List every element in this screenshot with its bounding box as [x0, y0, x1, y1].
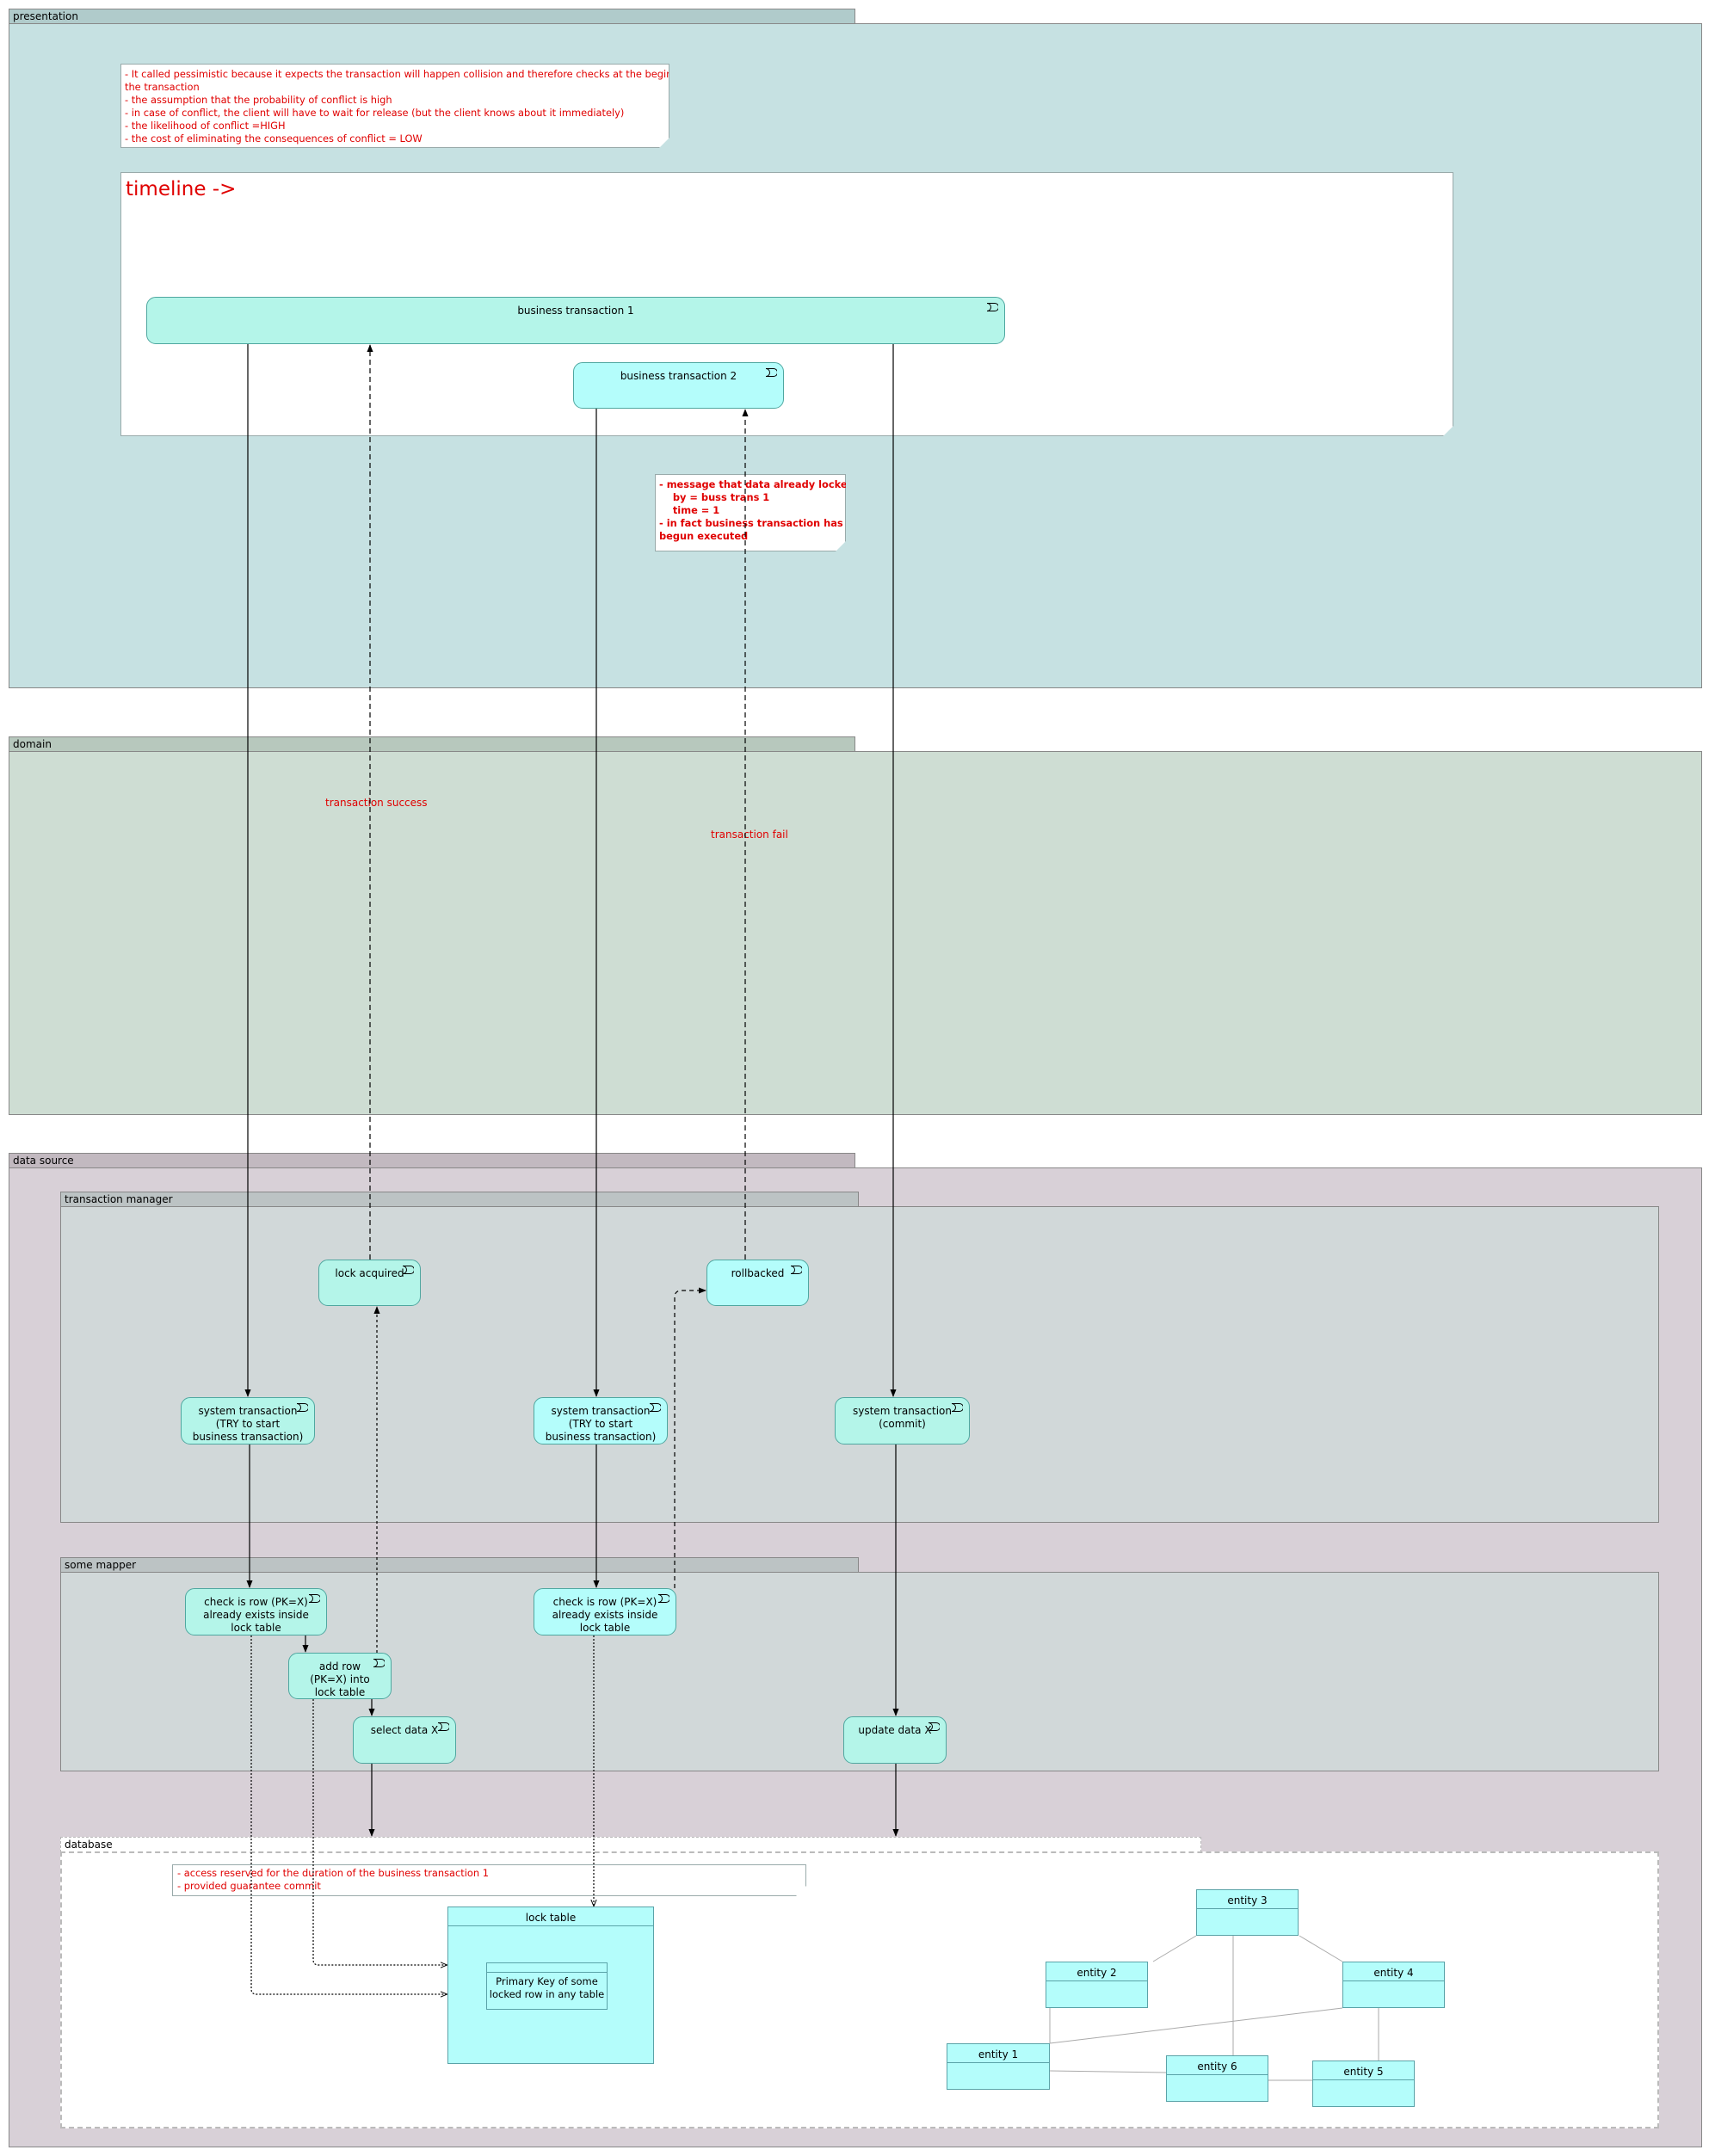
note-line: - the cost of eliminating the consequenc…: [125, 132, 423, 145]
service-icon: [657, 1594, 669, 1603]
service-label: (TRY to start: [215, 1418, 281, 1430]
service-label: business transaction): [545, 1431, 657, 1443]
service-icon: [308, 1594, 320, 1603]
note-line: - provided guarantee commit: [177, 1880, 321, 1892]
attr-line: Primary Key of some: [496, 1975, 598, 1987]
service-label: system transaction: [551, 1405, 651, 1417]
note-line: - the assumption that the probability of…: [125, 94, 392, 106]
database-tab: database: [60, 1837, 1201, 1852]
entity-associations: [1049, 1935, 1379, 2081]
service-label: system transaction: [853, 1405, 952, 1417]
business-transaction-1[interactable]: business transaction 1: [146, 297, 1005, 344]
access-check1-lock-table: [250, 1635, 447, 1994]
pessimistic-lock-note: - It called pessimistic because it expec…: [120, 64, 669, 148]
transaction-success-label: transaction success: [325, 797, 428, 809]
note-line: - in case of conflict, the client will h…: [125, 107, 625, 119]
service-icon: [437, 1722, 449, 1731]
service-label: business transaction 2: [620, 370, 737, 382]
entity-6[interactable]: entity 6: [1166, 2055, 1268, 2102]
entity-label: entity 2: [1046, 1962, 1147, 1981]
entity-2[interactable]: entity 2: [1046, 1962, 1148, 2008]
lock-table-title: lock table: [448, 1907, 653, 1926]
service-label: already exists inside: [203, 1609, 309, 1621]
check-row-exists-2[interactable]: check is row (PK=X) already exists insid…: [534, 1588, 676, 1635]
service-label: add row: [318, 1660, 361, 1672]
service-label: system transaction: [198, 1405, 298, 1417]
service-label: business transaction 1: [517, 305, 634, 317]
access-addrow-lock-table: [312, 1699, 447, 1965]
entity-4[interactable]: entity 4: [1342, 1962, 1445, 2008]
service-label: (TRY to start: [568, 1418, 633, 1430]
service-icon: [986, 303, 998, 311]
entity-label: entity 6: [1167, 2056, 1268, 2075]
some-mapper-tab: some mapper: [60, 1557, 859, 1573]
note-line: - the likelihood of conflict =HIGH: [125, 120, 286, 132]
entity-5[interactable]: entity 5: [1312, 2061, 1415, 2107]
service-icon: [790, 1266, 802, 1274]
note-line: time = 1: [659, 504, 720, 516]
lock-table[interactable]: lock table Primary Key of some locked ro…: [447, 1907, 654, 2064]
select-data-x[interactable]: select data X: [353, 1716, 456, 1764]
attr-line: locked row in any table: [489, 1988, 605, 2000]
data-source-layer-tab: data source: [9, 1153, 855, 1168]
service-label: check is row (PK=X): [552, 1596, 657, 1608]
service-label: check is row (PK=X): [204, 1596, 308, 1608]
database-note: - access reserved for the duration of th…: [172, 1864, 806, 1896]
business-transaction-2[interactable]: business transaction 2: [573, 362, 784, 409]
service-icon: [402, 1266, 414, 1274]
service-label: lock table: [231, 1622, 281, 1634]
timeline-label: timeline ->: [126, 178, 237, 200]
service-icon: [296, 1403, 308, 1412]
system-transaction-commit[interactable]: system transaction (commit): [835, 1397, 970, 1445]
transaction-manager-group: [60, 1206, 1659, 1523]
lock-table-primary-key: Primary Key of some locked row in any ta…: [486, 1962, 608, 2010]
service-label: rollbacked: [731, 1267, 785, 1279]
rollbacked[interactable]: rollbacked: [706, 1260, 809, 1306]
note-line: - access reserved for the duration of th…: [177, 1867, 489, 1879]
service-icon: [928, 1722, 940, 1731]
entity-1[interactable]: entity 1: [947, 2043, 1050, 2090]
service-label: lock acquired: [335, 1267, 404, 1279]
entity-label: entity 3: [1197, 1890, 1298, 1909]
update-data-x[interactable]: update data X: [843, 1716, 947, 1764]
service-label: (PK=X) into: [310, 1673, 370, 1685]
service-label: lock table: [314, 1686, 366, 1698]
service-label: business transaction): [192, 1431, 304, 1443]
transaction-manager-tab: transaction manager: [60, 1192, 859, 1207]
transaction-fail-label: transaction fail: [711, 829, 788, 841]
service-icon: [765, 368, 777, 377]
flow-check2-to-rollbacked: [674, 1287, 706, 1588]
service-label: update data X: [858, 1724, 932, 1736]
service-icon: [951, 1403, 963, 1412]
entity-label: entity 1: [947, 2044, 1049, 2063]
lock-acquired[interactable]: lock acquired: [318, 1260, 421, 1306]
presentation-layer-tab: presentation: [9, 9, 855, 24]
system-transaction-try-2[interactable]: system transaction (TRY to start busines…: [534, 1397, 668, 1445]
service-label: lock table: [579, 1622, 631, 1634]
note-line: begun executed: [659, 530, 749, 542]
entity-label: entity 4: [1343, 1962, 1444, 1981]
entity-label: entity 5: [1313, 2061, 1414, 2080]
note-line: the transaction: [125, 81, 200, 93]
service-label: select data X: [370, 1724, 439, 1736]
service-label: already exists inside: [552, 1609, 658, 1621]
domain-layer-tab: domain: [9, 736, 855, 752]
system-transaction-try-1[interactable]: system transaction (TRY to start busines…: [181, 1397, 315, 1445]
domain-layer: [9, 751, 1702, 1115]
entity-3[interactable]: entity 3: [1196, 1889, 1299, 1936]
service-icon: [649, 1403, 661, 1412]
note-line: - It called pessimistic because it expec…: [125, 68, 669, 80]
service-label: (commit): [879, 1418, 926, 1430]
service-icon: [373, 1659, 385, 1667]
check-row-exists-1[interactable]: check is row (PK=X) already exists insid…: [185, 1588, 327, 1635]
add-row-lock-table[interactable]: add row (PK=X) into lock table: [288, 1653, 392, 1699]
